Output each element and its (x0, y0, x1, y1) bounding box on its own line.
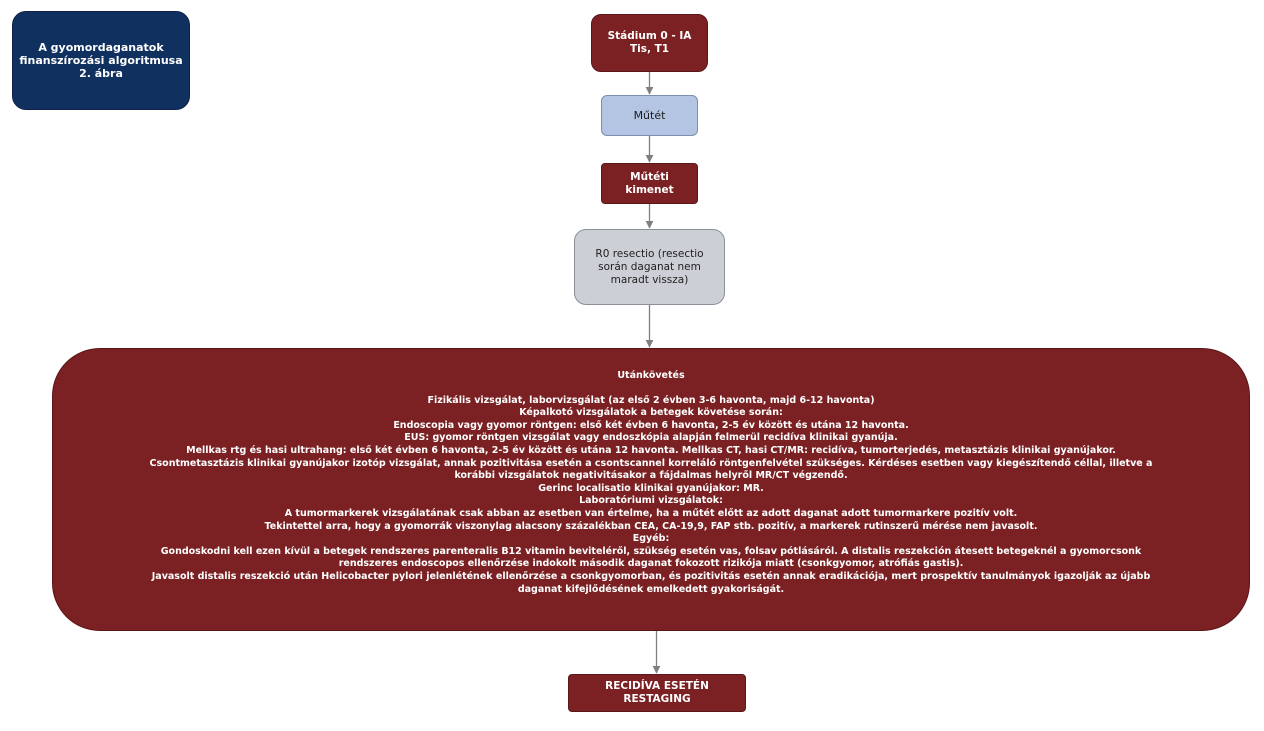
followup-line: korábbi vizsgálatok negativitásakor a fá… (454, 470, 848, 482)
r0-resection-node: R0 resectio (resectio során daganat nem … (574, 229, 725, 305)
surgery-node: Műtét (601, 95, 698, 136)
title-line: finanszírozási algoritmusa (19, 54, 183, 67)
outcome-line: Műtéti (630, 170, 669, 183)
restaging-line: RECIDÍVA ESETÉN (605, 680, 709, 692)
outcome-line: kimenet (625, 183, 674, 196)
followup-line: Mellkas rtg és hasi ultrahang: első két … (186, 444, 1116, 456)
followup-line: Képalkotó vizsgálatok a betegek követése… (519, 407, 783, 419)
stage-line: Stádium 0 - IA (607, 30, 692, 42)
surgical-outcome-node: Műtéti kimenet (601, 163, 698, 204)
restaging-line: RESTAGING (623, 693, 691, 705)
figure-title-box: A gyomordaganatok finanszírozási algorit… (12, 11, 190, 110)
followup-line: Endoscopia vagy gyomor röntgen: első két… (393, 419, 909, 431)
followup-line: Csontmetasztázis klinikai gyanújakor izo… (149, 457, 1153, 469)
followup-line: Egyéb: (632, 533, 670, 545)
title-line: A gyomordaganatok (38, 41, 164, 54)
title-line: 2. ábra (79, 67, 123, 80)
restaging-node: RECIDÍVA ESETÉN RESTAGING (568, 674, 746, 712)
stage-node: Stádium 0 - IA Tis, T1 (591, 14, 708, 72)
r0-line: során daganat nem (598, 260, 701, 273)
followup-line: daganat kifejlődésének emelkedett gyakor… (517, 583, 785, 595)
followup-line: Gondoskodni kell ezen kívül a betegek re… (160, 545, 1142, 557)
followup-line: Laboratóriumi vizsgálatok: (579, 495, 723, 507)
followup-line: EUS: gyomor röntgen vizsgálat vagy endos… (404, 432, 898, 444)
followup-line: rendszeres endoscopos ellenőrzése indoko… (338, 558, 964, 570)
followup-title: Utánkövetés (617, 370, 685, 381)
stage-line: Tis, T1 (629, 43, 670, 55)
r0-line: R0 resectio (resectio (595, 247, 704, 260)
followup-line: Javasolt distalis reszekció után Helicob… (151, 570, 1151, 582)
surgery-label: Műtét (633, 109, 666, 122)
r0-line: maradt vissza) (610, 273, 689, 286)
followup-line: Tekintettel arra, hogy a gyomorrák viszo… (264, 520, 1038, 532)
followup-line: A tumormarkerek vizsgálatának csak abban… (284, 507, 1018, 519)
followup-line: Gerinc localisatio klinikai gyanújakor: … (538, 482, 764, 494)
followup-line: Fizikális vizsgálat, laborvizsgálat (az … (427, 394, 875, 406)
followup-text: Fizikális vizsgálat, laborvizsgálat (az … (91, 395, 1211, 597)
followup-node: Utánkövetés Fizikális vizsgálat, laborvi… (52, 348, 1250, 631)
